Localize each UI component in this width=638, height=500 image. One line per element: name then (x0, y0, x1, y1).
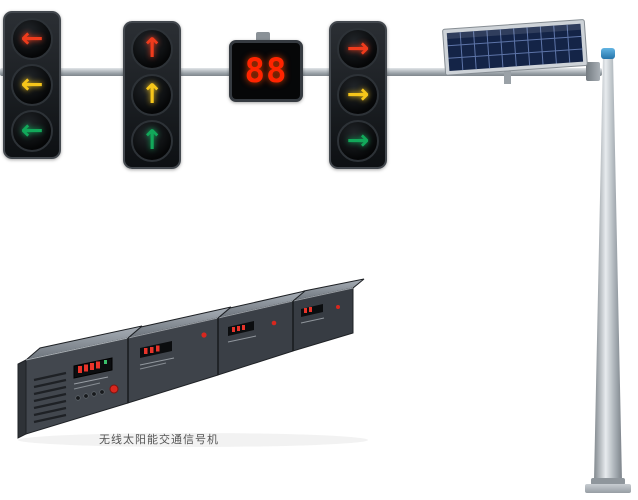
controller-module-3 (217, 290, 306, 376)
controller-module-1 (17, 325, 143, 439)
controller-unit (17, 278, 368, 447)
red-up-arrow-light: ↑ (131, 28, 173, 70)
green-right-arrow-light: → (337, 120, 379, 162)
module-2-red-button (201, 332, 207, 338)
green-left-arrow-light: ← (11, 110, 53, 152)
green-up-arrow-light: ↑ (131, 120, 173, 162)
module-3-red-button (271, 320, 277, 326)
countdown-display: 88 (229, 40, 303, 102)
red-left-arrow-light: ← (11, 18, 53, 60)
controller-module-4 (291, 278, 365, 352)
pole-top-cap (601, 48, 615, 59)
left-arrow-signal-head: ←←← (3, 11, 61, 159)
controller-module-2 (127, 306, 232, 404)
yellow-right-arrow-light: → (337, 74, 379, 116)
vertical-pole (594, 57, 622, 481)
yellow-left-arrow-light: ← (11, 64, 53, 106)
right-arrow-signal-head: →→→ (329, 21, 387, 169)
controller-shadow (18, 433, 368, 447)
module-3-display (228, 321, 254, 336)
module-1-buttons (75, 389, 105, 401)
module-4-red-button (336, 305, 340, 309)
yellow-up-arrow-light: ↑ (131, 74, 173, 116)
product-caption: 无线太阳能交通信号机 (99, 433, 219, 446)
module-1-vents (33, 371, 67, 424)
solar-panel-assembly (442, 19, 588, 84)
countdown-mount-bracket (256, 32, 270, 42)
mast-arm-joint (586, 62, 600, 81)
pole-base-collar (591, 478, 625, 485)
pole-base-plate (585, 484, 631, 493)
up-arrow-signal-head: ↑↑↑ (123, 21, 181, 169)
red-right-arrow-light: → (337, 28, 379, 70)
module-1-side-face (17, 359, 27, 439)
module-1-red-button (109, 384, 119, 394)
countdown-digits: 88 (244, 51, 288, 91)
solar-panel (442, 19, 588, 76)
solar-panel-mount (504, 64, 511, 84)
